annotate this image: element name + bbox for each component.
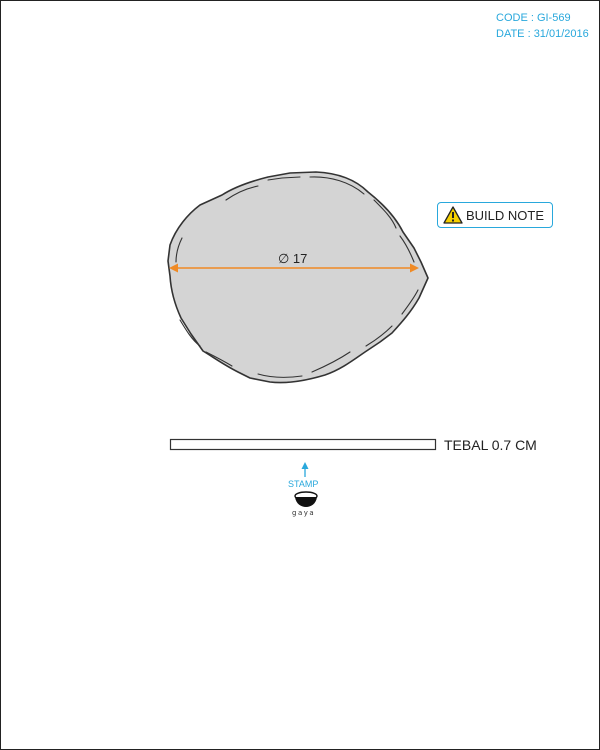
build-note-button[interactable]: BUILD NOTE bbox=[437, 202, 553, 228]
diameter-dimension bbox=[169, 263, 419, 273]
brand-logo-text: gaya bbox=[292, 509, 316, 517]
dimension-arrow-left bbox=[169, 263, 178, 273]
build-note-label: BUILD NOTE bbox=[466, 207, 545, 223]
product-code: CODE : GI-569 bbox=[496, 12, 571, 24]
warning-triangle-icon bbox=[443, 206, 463, 224]
dimension-arrow-right bbox=[410, 263, 419, 273]
thickness-profile bbox=[169, 438, 437, 451]
diameter-label: ∅ 17 bbox=[278, 251, 308, 266]
meta-block: CODE : GI-569 DATE : 31/01/2016 bbox=[496, 10, 589, 42]
plate-shape bbox=[167, 171, 429, 384]
product-date: DATE : 31/01/2016 bbox=[496, 28, 589, 40]
thickness-label: TEBAL 0.7 CM bbox=[444, 437, 537, 453]
edge-texture bbox=[175, 176, 419, 378]
gaya-logo-icon bbox=[294, 491, 318, 507]
stamp-arrow bbox=[301, 462, 309, 477]
stamp-label: STAMP bbox=[288, 479, 319, 489]
